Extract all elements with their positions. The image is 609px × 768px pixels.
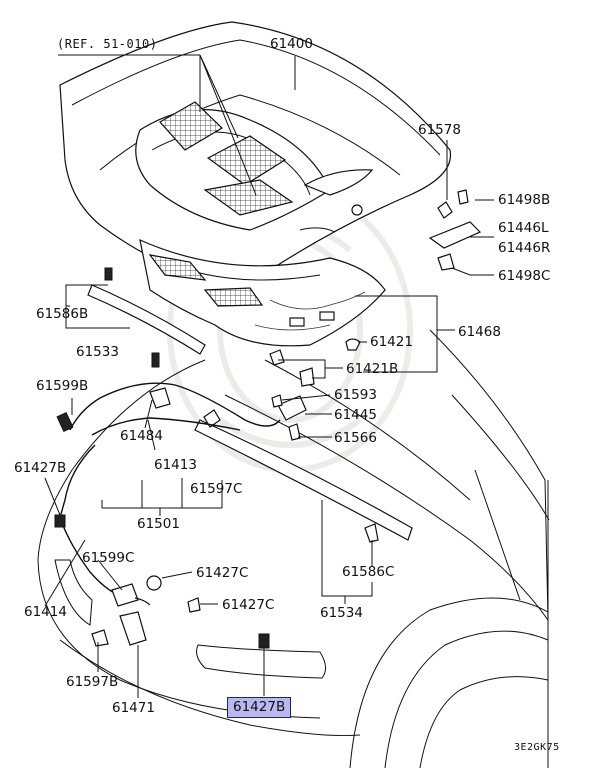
callout-61446r[interactable]: 61446R bbox=[498, 240, 551, 256]
leader-lines bbox=[44, 54, 494, 698]
callout-61599c[interactable]: 61599C bbox=[82, 550, 135, 566]
figure-code: 3E2GK75 bbox=[514, 742, 560, 753]
callout-61468[interactable]: 61468 bbox=[458, 324, 501, 340]
callout-61593[interactable]: 61593 bbox=[334, 387, 377, 403]
callout-61566[interactable]: 61566 bbox=[334, 430, 377, 446]
callout-61484[interactable]: 61484 bbox=[120, 428, 163, 444]
callout-61597b[interactable]: 61597B bbox=[66, 674, 119, 690]
callout-61427b-highlighted[interactable]: 61427B bbox=[227, 697, 292, 718]
callout-61421b[interactable]: 61421B bbox=[346, 361, 399, 377]
callout-61586c[interactable]: 61586C bbox=[342, 564, 395, 580]
callout-61498b[interactable]: 61498B bbox=[498, 192, 551, 208]
callout-61427c-b[interactable]: 61427C bbox=[222, 597, 275, 613]
hood-weatherstrip-front bbox=[87, 267, 206, 355]
callout-61413[interactable]: 61413 bbox=[154, 457, 197, 473]
callout-61446l[interactable]: 61446L bbox=[498, 220, 549, 236]
callout-61421[interactable]: 61421 bbox=[370, 334, 413, 350]
callout-61534[interactable]: 61534 bbox=[320, 605, 363, 621]
hood-panel bbox=[59, 21, 452, 280]
hood-weatherstrip-rear bbox=[194, 409, 413, 543]
callout-61471[interactable]: 61471 bbox=[112, 700, 155, 716]
callout-61400[interactable]: 61400 bbox=[270, 36, 313, 52]
callout-61427b-left[interactable]: 61427B bbox=[14, 460, 67, 476]
callout-61586b[interactable]: 61586B bbox=[36, 306, 89, 322]
callout-61578[interactable]: 61578 bbox=[418, 122, 461, 138]
callout-61498c[interactable]: 61498C bbox=[498, 268, 551, 284]
callout-61445[interactable]: 61445 bbox=[334, 407, 377, 423]
callout-61501[interactable]: 61501 bbox=[137, 516, 180, 532]
hood-insulator bbox=[139, 238, 386, 347]
callout-61414[interactable]: 61414 bbox=[24, 604, 67, 620]
hinge-parts bbox=[428, 189, 482, 271]
callout-61533[interactable]: 61533 bbox=[76, 344, 119, 360]
callout-61599b[interactable]: 61599B bbox=[36, 378, 89, 394]
callout-61597c[interactable]: 61597C bbox=[190, 481, 243, 497]
callout-61427c-a[interactable]: 61427C bbox=[196, 565, 249, 581]
reference-note: (REF. 51-010) bbox=[57, 37, 158, 51]
hood-lock-parts bbox=[54, 338, 361, 649]
